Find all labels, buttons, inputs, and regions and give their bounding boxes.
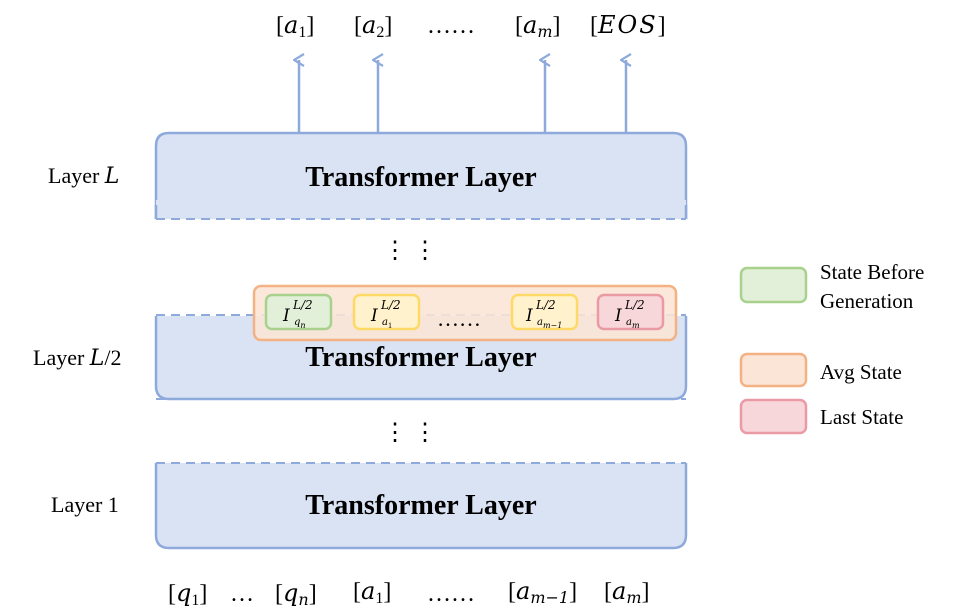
avg-state-box-am-1: I L/2 am−1 <box>510 293 579 331</box>
svg-text:I: I <box>282 306 290 326</box>
legend-item-avg-state: Avg State <box>739 352 902 388</box>
legend-swatch-green <box>739 266 808 304</box>
transformer-layer-title: Transformer Layer <box>305 490 536 521</box>
output-tokens: [a1] [a2] …… [am] [EOS] <box>276 11 666 41</box>
legend-item-last-state: Last State <box>739 398 903 435</box>
legend-label-green-2: Generation <box>820 289 914 313</box>
input-token-a1: [a1] <box>353 577 391 607</box>
vertical-ellipsis: ⋮ ⋮ <box>383 238 437 264</box>
svg-text:L/2: L/2 <box>380 298 401 312</box>
legend-label-orange: Avg State <box>820 360 902 384</box>
output-arrows <box>299 60 626 132</box>
input-token-am: [am] <box>604 577 649 607</box>
input-token-q1: [q1] <box>168 579 207 609</box>
output-token-eos: [EOS] <box>590 11 666 39</box>
last-state-box-am: I L/2 am <box>596 293 665 331</box>
legend-item-state-before-generation: State Before Generation <box>739 260 924 313</box>
svg-text:am−1: am−1 <box>537 317 562 330</box>
transformer-layer-bottom: Transformer Layer <box>154 462 688 550</box>
legend-label-pink: Last State <box>820 405 903 429</box>
vertical-ellipsis: ⋮ ⋮ <box>383 420 437 446</box>
legend-swatch-orange <box>739 352 808 388</box>
legend: State Before Generation Avg State Last S… <box>739 260 924 435</box>
input-ellipsis: …… <box>427 581 475 607</box>
input-token-am-1: [am−1] <box>508 577 577 607</box>
output-token-am: [am] <box>515 11 560 41</box>
legend-label-green-1: State Before <box>820 260 924 284</box>
svg-text:L/2: L/2 <box>535 298 556 312</box>
layer-label-middle: Layer L/2 <box>33 345 122 371</box>
avg-state-box-a1: I L/2 a1 <box>352 293 421 331</box>
transformer-layer-title: Transformer Layer <box>305 342 536 373</box>
svg-text:I: I <box>525 306 533 326</box>
state-before-generation-box: I L/2 qn <box>264 293 333 331</box>
input-ellipsis-short: … <box>230 581 254 607</box>
svg-text:L/2: L/2 <box>624 298 645 312</box>
svg-text:a1: a1 <box>382 317 392 330</box>
transformer-layer-top: Transformer Layer <box>154 131 688 220</box>
input-token-qn: [qn] <box>275 579 317 609</box>
layer-label-top: Layer L <box>48 163 119 189</box>
state-boxes: I L/2 qn I L/2 a1 …… I L/2 am−1 I L/2 am <box>264 293 665 331</box>
input-tokens: [q1] … [qn] [a1] …… [am−1] [am] <box>168 577 649 609</box>
output-token-a2: [a2] <box>354 11 392 41</box>
svg-text:I: I <box>614 306 622 326</box>
layer-label-bottom: Layer 1 <box>51 492 119 517</box>
state-ellipsis: …… <box>437 306 481 331</box>
svg-text:qn: qn <box>294 317 306 330</box>
svg-text:I: I <box>370 306 378 326</box>
output-ellipsis: …… <box>427 13 475 39</box>
output-token-a1: [a1] <box>276 11 314 41</box>
svg-text:am: am <box>626 317 640 330</box>
svg-text:L/2: L/2 <box>292 298 313 312</box>
transformer-layer-title: Transformer Layer <box>305 162 536 193</box>
legend-swatch-pink <box>739 398 808 435</box>
